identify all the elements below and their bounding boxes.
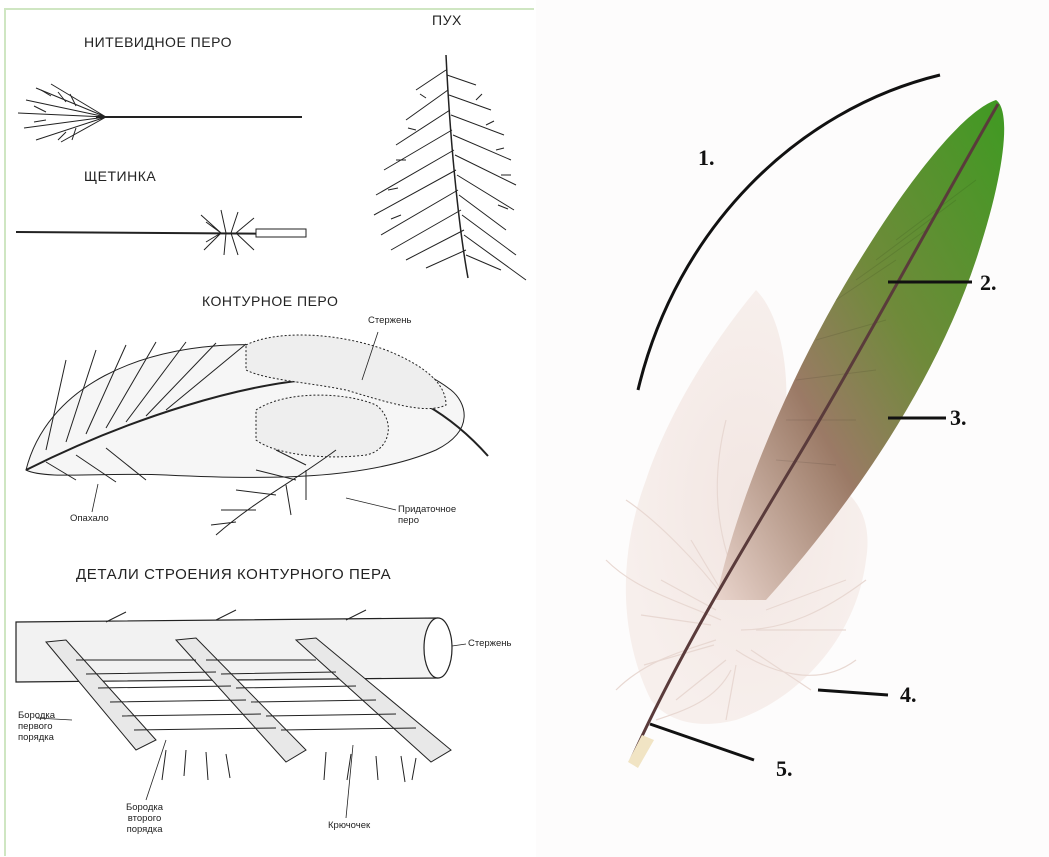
- label-number-4: 4.: [900, 682, 917, 708]
- filoplume-title: НИТЕВИДНОЕ ПЕРО: [84, 34, 232, 50]
- bristle-title: ЩЕТИНКА: [84, 168, 156, 184]
- feather-types-illustration: НИТЕВИДНОЕ ПЕРО ПУХ ЩЕТИНКА КОНТУРНОЕ ПЕ…: [4, 8, 534, 856]
- aftershaft-label-line2: перо: [398, 515, 419, 526]
- label-number-1: 1.: [698, 145, 715, 171]
- feather-photo-drawing: [536, 0, 1049, 857]
- label-number-3: 3.: [950, 405, 967, 431]
- down-feather-drawing: [374, 55, 526, 280]
- barb-line-2: первого: [18, 721, 55, 732]
- feather-drawings: [6, 10, 534, 856]
- structure-details-title: ДЕТАЛИ СТРОЕНИЯ КОНТУРНОГО ПЕРА: [76, 566, 391, 583]
- label-number-5: 5.: [776, 756, 793, 782]
- filoplume-drawing: [18, 84, 302, 142]
- down-title: ПУХ: [432, 12, 462, 28]
- aftershaft-label-line1: Придаточное: [398, 504, 456, 515]
- second-order-barbule-label: Бородка второго порядка: [126, 802, 163, 835]
- label-number-2: 2.: [980, 270, 997, 296]
- hook-label: Крючочек: [328, 820, 370, 831]
- contour-feather-title: КОНТУРНОЕ ПЕРО: [202, 293, 338, 309]
- contour-shaft-label: Стержень: [368, 315, 412, 326]
- bristle-drawing: [16, 210, 306, 255]
- barb-line-1: Бородка: [18, 710, 55, 721]
- barbule-line-2: второго: [126, 813, 163, 824]
- detail-shaft-label: Стержень: [468, 638, 512, 649]
- barbule-line-3: порядка: [126, 824, 163, 835]
- first-order-barb-label: Бородка первого порядка: [18, 710, 55, 743]
- feather-structure-detail-drawing: [16, 610, 466, 818]
- barbule-line-1: Бородка: [126, 802, 163, 813]
- feather-photo: 1. 2. 3. 4. 5.: [536, 0, 1049, 857]
- vane-label: Опахало: [70, 513, 109, 524]
- barb-line-3: порядка: [18, 732, 55, 743]
